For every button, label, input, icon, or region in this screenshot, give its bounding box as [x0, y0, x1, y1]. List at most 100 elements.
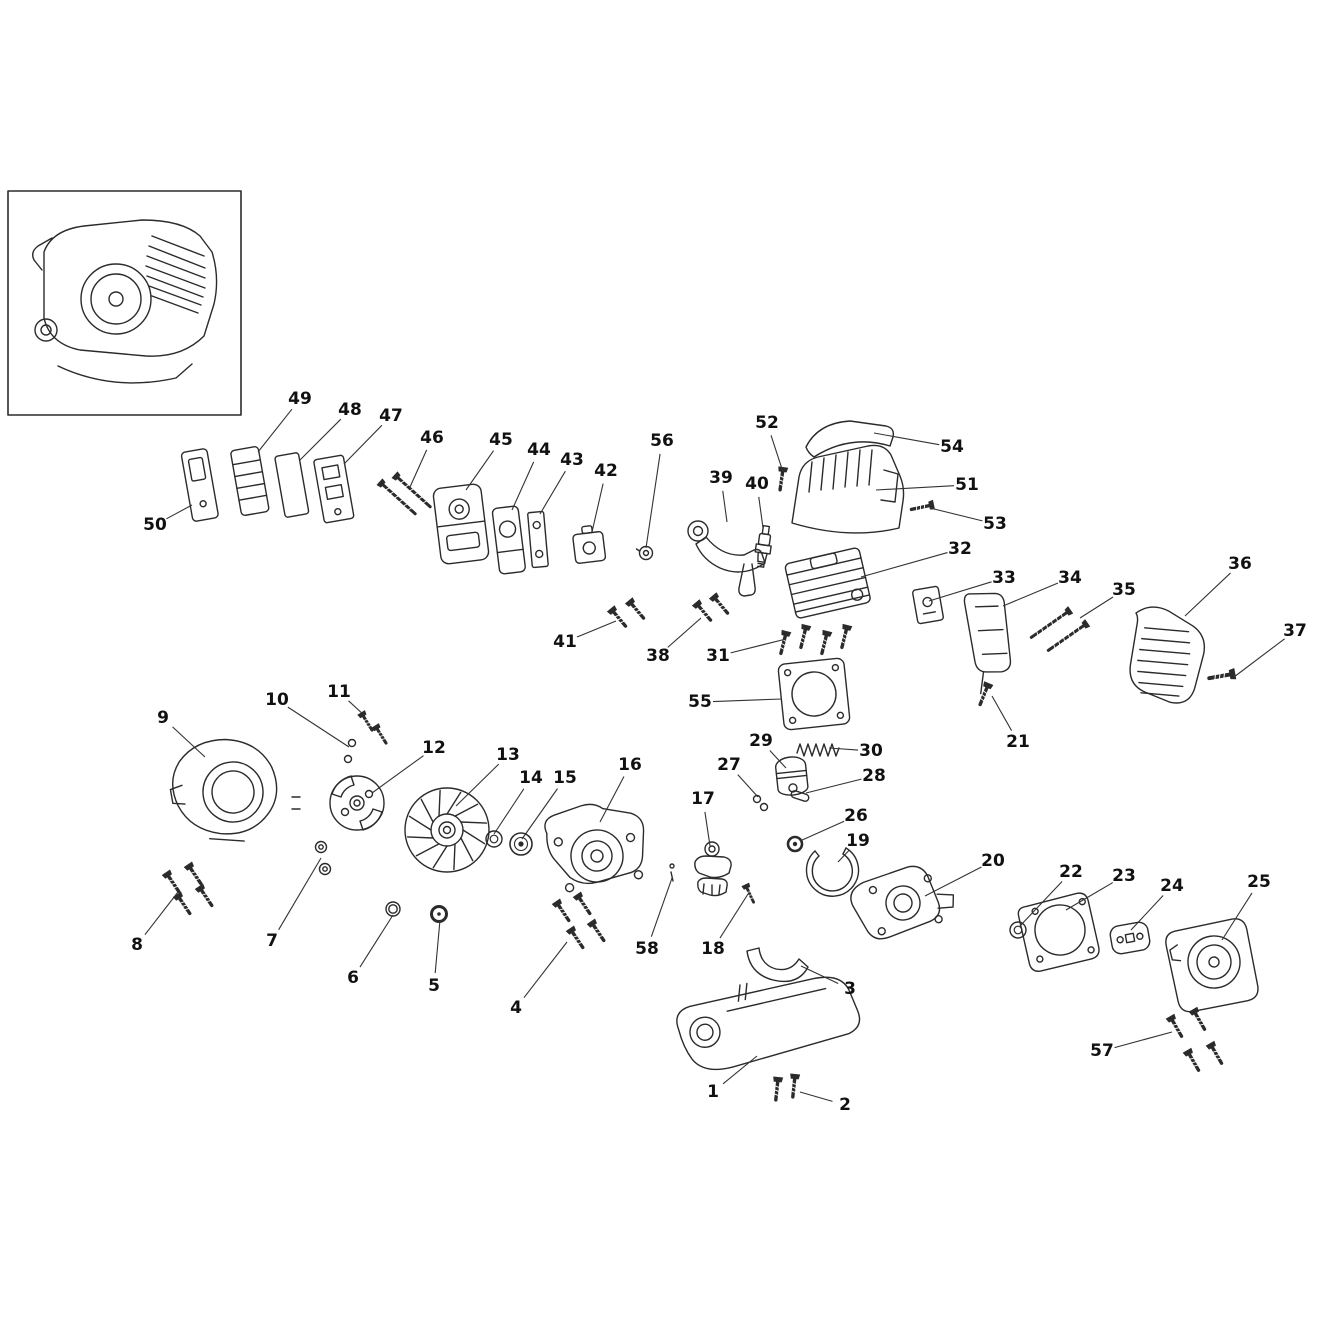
part-number-12: 12: [422, 738, 446, 758]
leader-line-7: [278, 857, 322, 931]
leader-line-42: [591, 483, 604, 533]
leader-line-9: [172, 726, 206, 758]
part-number-45: 45: [489, 430, 513, 450]
leader-line-15: [521, 788, 558, 840]
leader-line-5: [434, 919, 441, 974]
part-number-25: 25: [1247, 872, 1271, 892]
leader-line-36: [1184, 572, 1231, 617]
part-number-43: 43: [560, 450, 584, 470]
part-38-screws: [690, 590, 734, 626]
leader-line-3: [800, 965, 839, 984]
part-52-screw: [773, 464, 790, 493]
leader-line-18: [719, 893, 749, 939]
part-number-50: 50: [143, 515, 167, 535]
part-58-pin: [669, 863, 675, 882]
part-number-26: 26: [844, 806, 868, 826]
part-number-21: 21: [1006, 732, 1030, 752]
part-number-51: 51: [955, 475, 979, 495]
part-number-35: 35: [1112, 580, 1136, 600]
leader-line-57: [1114, 1031, 1173, 1049]
leader-line-29: [769, 750, 787, 769]
leader-line-35: [1079, 596, 1114, 619]
part-17-intake-insulator: [694, 841, 732, 897]
part-50-cover-plate: [180, 448, 219, 522]
part-36-air-filter-cover: [1129, 606, 1206, 704]
leader-line-40: [758, 496, 764, 529]
part-11-screws: [355, 708, 392, 747]
part-12-clutch: [329, 775, 385, 831]
leader-line-46: [409, 449, 428, 488]
leader-line-50: [166, 504, 193, 520]
part-23-starter-gasket: [1017, 892, 1100, 972]
part-51-engine-shroud: [791, 444, 905, 534]
leader-line-44: [511, 461, 535, 511]
leader-line-17: [704, 811, 711, 847]
part-26-needle-bearing: [786, 835, 804, 853]
part-number-53: 53: [983, 514, 1007, 534]
leader-line-30: [828, 747, 859, 751]
part-33-plate: [912, 585, 944, 625]
part-number-4: 4: [510, 998, 522, 1018]
part-46-bolts: [375, 469, 435, 519]
leader-line-52: [770, 435, 784, 473]
part-20-crankcase-half: [850, 865, 955, 940]
part-45-carburetor: [432, 483, 490, 565]
part-1-fuel-tank-assembly: [676, 976, 861, 1071]
leader-line-26: [799, 820, 845, 842]
part-16-crankcase: [544, 803, 645, 893]
part-19-clamp-ring: [805, 847, 860, 897]
part-number-37: 37: [1283, 621, 1307, 641]
part-number-49: 49: [288, 389, 312, 409]
part-number-20: 20: [981, 851, 1005, 871]
part-number-36: 36: [1228, 554, 1252, 574]
leader-line-32: [860, 552, 948, 578]
part-number-32: 32: [948, 539, 972, 559]
part-9-fan-housing: [169, 738, 278, 842]
leader-line-14: [493, 788, 525, 835]
leader-line-51: [875, 485, 955, 491]
part-number-14: 14: [519, 768, 543, 788]
part-9-detail-dashes: [291, 796, 301, 810]
leader-line-6: [359, 914, 394, 968]
part-2-screws: [769, 1071, 802, 1103]
part-15-bearing: [509, 832, 533, 856]
part-number-39: 39: [709, 468, 733, 488]
part-number-15: 15: [553, 768, 577, 788]
part-number-47: 47: [379, 406, 403, 426]
inset-border: [7, 190, 242, 416]
part-42-ignition-switch: [572, 525, 607, 564]
part-number-16: 16: [618, 755, 642, 775]
leader-line-10: [287, 706, 350, 748]
leader-line-1: [722, 1055, 758, 1085]
leader-line-12: [371, 755, 424, 794]
part-34-bracket: [963, 592, 1012, 695]
leader-line-53: [929, 507, 983, 522]
part-7-washers: [314, 840, 332, 876]
leader-line-33: [928, 581, 992, 602]
leader-line-21: [991, 695, 1013, 731]
inset-thumbnail: [7, 190, 242, 416]
leader-line-39: [722, 490, 728, 523]
part-32-cylinder: [784, 547, 871, 619]
leader-line-55: [712, 698, 783, 703]
part-44-carburetor-spacer: [491, 505, 526, 575]
part-25-recoil-starter: [1165, 918, 1259, 1013]
leader-line-37: [1233, 638, 1285, 678]
leader-line-16: [599, 776, 625, 823]
leader-line-25: [1221, 892, 1253, 941]
leader-line-56: [645, 453, 661, 549]
leader-line-19: [837, 850, 850, 863]
part-number-24: 24: [1160, 876, 1184, 896]
part-37-screw: [1206, 665, 1239, 686]
part-number-30: 30: [859, 741, 883, 761]
leader-line-48: [299, 418, 342, 461]
leader-line-38: [667, 617, 702, 648]
part-number-54: 54: [940, 437, 964, 457]
part-28-piston-pin: [790, 790, 810, 802]
part-53-screw: [908, 497, 937, 516]
leader-line-11: [348, 700, 366, 717]
part-number-10: 10: [265, 690, 289, 710]
part-47-filter-base: [313, 454, 355, 524]
leader-line-54: [873, 432, 940, 446]
